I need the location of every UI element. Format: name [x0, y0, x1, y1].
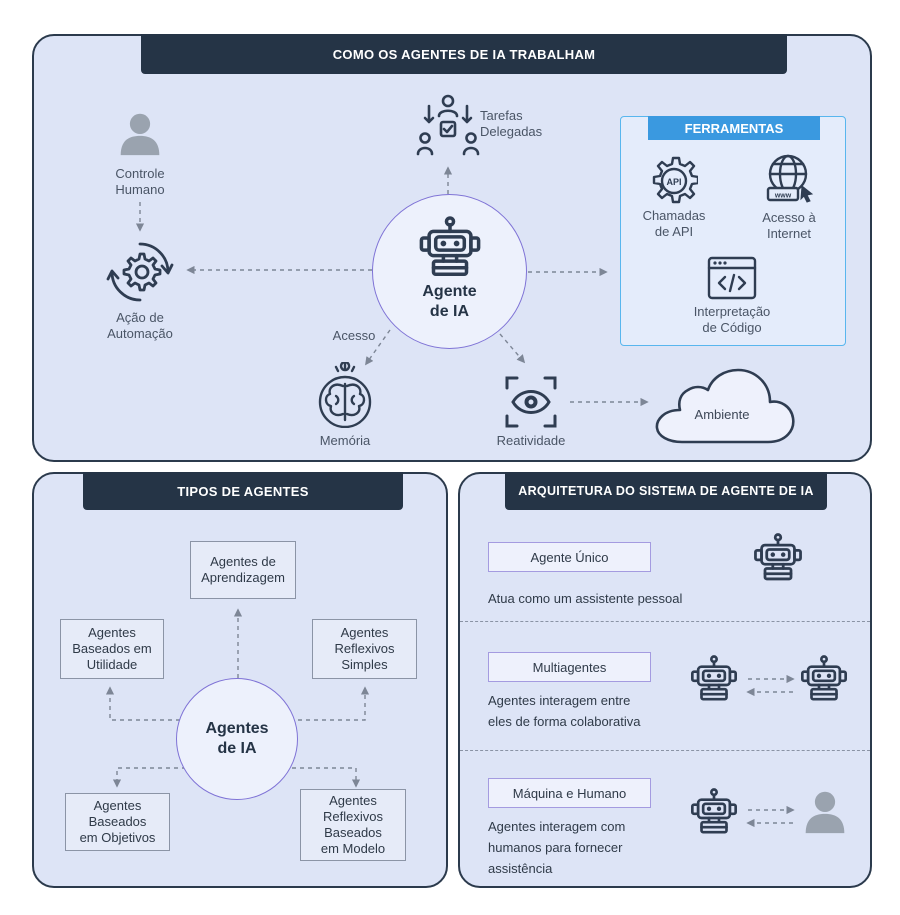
single-agent-desc: Atua como um assistente pessoal — [488, 591, 683, 606]
single-agent-label: Agente Único — [488, 542, 651, 572]
architecture-title: ARQUITETURA DO SISTEMA DE AGENTE DE IA — [505, 472, 827, 510]
delegated-tasks-icon — [416, 94, 480, 156]
human-control-label: Controle Humano — [115, 166, 165, 197]
robot-icon — [689, 655, 739, 705]
api-calls-label: Chamadas de API — [642, 208, 706, 239]
section-divider — [460, 621, 870, 622]
robot-icon — [752, 533, 804, 585]
reactivity-label: Reatividade — [496, 433, 566, 448]
memory-label: Memória — [319, 433, 371, 448]
eye-scan-icon — [505, 376, 557, 428]
model-reflex-agents-box: Agentes Reflexivos Baseados em Modelo — [300, 789, 406, 861]
section-divider — [460, 750, 870, 751]
brain-icon — [318, 362, 372, 428]
multi-agents-label: Multiagentes — [488, 652, 651, 682]
how-agents-work-title: COMO OS AGENTES DE IA TRABALHAM — [141, 34, 787, 74]
www-badge-text: www — [774, 193, 792, 200]
ai-agent-label: Agente de IA — [422, 282, 477, 320]
code-interpretation-label: Interpretação de Código — [693, 304, 771, 335]
learning-agents-box: Agentes de Aprendizagem — [190, 541, 296, 599]
robot-icon — [417, 216, 483, 282]
api-icon: API — [652, 156, 698, 204]
agent-types-title: TIPOS DE AGENTES — [83, 472, 403, 510]
tools-title: FERRAMENTAS — [648, 116, 820, 140]
globe-cursor-icon: www — [766, 154, 814, 203]
machine-human-label: Máquina e Humano — [488, 778, 651, 808]
person-icon — [117, 110, 163, 158]
ai-agents-center-label: Agentes de IA — [205, 720, 269, 757]
machine-human-desc: Agentes interagem com humanos para forne… — [488, 819, 626, 876]
ai-agents-center-node: Agentes de IA — [176, 678, 298, 800]
robot-icon — [799, 655, 849, 705]
simple-reflex-agents-box: Agentes Reflexivos Simples — [312, 619, 417, 679]
automation-label: Ação de Automação — [107, 310, 173, 341]
delegated-tasks-label: Tarefas Delegadas — [480, 108, 543, 139]
person-icon — [802, 788, 848, 836]
ai-agent-node: Agente de IA — [372, 194, 527, 349]
goal-agents-box: Agentes Baseados em Objetivos — [65, 793, 170, 851]
robot-icon — [689, 788, 739, 838]
automation-gear-icon — [106, 242, 174, 302]
api-badge-text: API — [666, 177, 681, 187]
code-window-icon — [707, 256, 757, 300]
multi-agents-desc: Agentes interagem entre eles de forma co… — [488, 693, 641, 729]
access-label: Acesso — [332, 328, 376, 343]
internet-access-label: Acesso à Internet — [762, 210, 816, 241]
environment-label: Ambiente — [694, 407, 750, 422]
cloud-icon — [655, 368, 795, 444]
utility-agents-box: Agentes Baseados em Utilidade — [60, 619, 164, 679]
